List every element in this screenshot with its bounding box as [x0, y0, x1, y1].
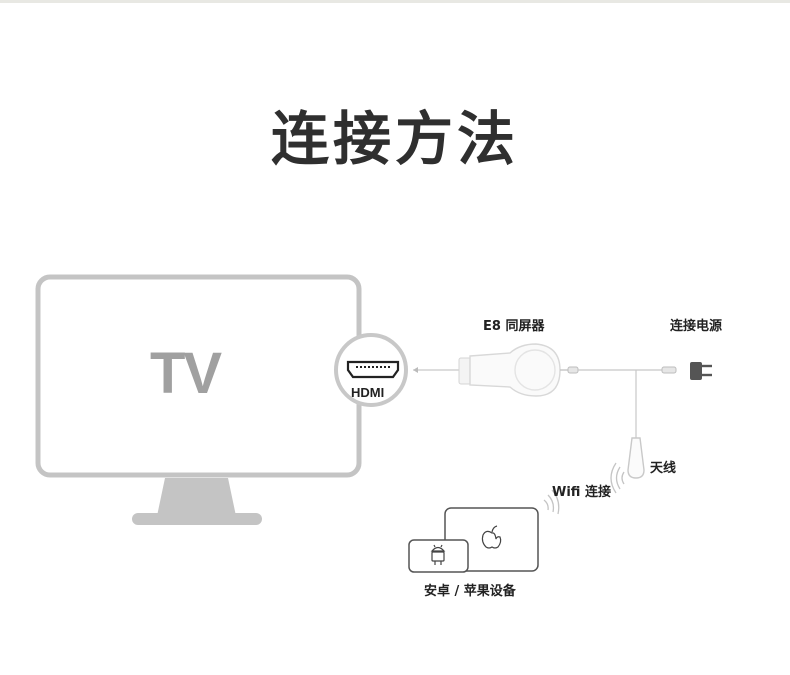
android-icon: [430, 544, 446, 565]
antenna-label: 天线: [650, 461, 677, 476]
dongle-label: E8 同屏器: [483, 319, 545, 334]
e8-dongle: [458, 343, 561, 397]
wifi-waves-icon: [543, 462, 625, 515]
page-title: 连接方法: [270, 105, 519, 173]
antenna-icon: [627, 437, 645, 479]
tv-stand-base: [132, 513, 262, 525]
hdmi-port-icon: [346, 360, 400, 379]
wifi-label: Wifi 连接: [552, 485, 611, 500]
tv-label: TV: [150, 341, 222, 406]
apple-icon: [481, 525, 502, 549]
devices-label: 安卓 / 苹果设备: [424, 584, 516, 599]
top-border: [0, 0, 790, 3]
power-plug-icon: [690, 362, 712, 380]
tv-stand-neck: [157, 478, 236, 516]
hdmi-label: HDMI: [351, 385, 385, 400]
android-device: [408, 539, 469, 573]
power-label: 连接电源: [670, 319, 723, 334]
